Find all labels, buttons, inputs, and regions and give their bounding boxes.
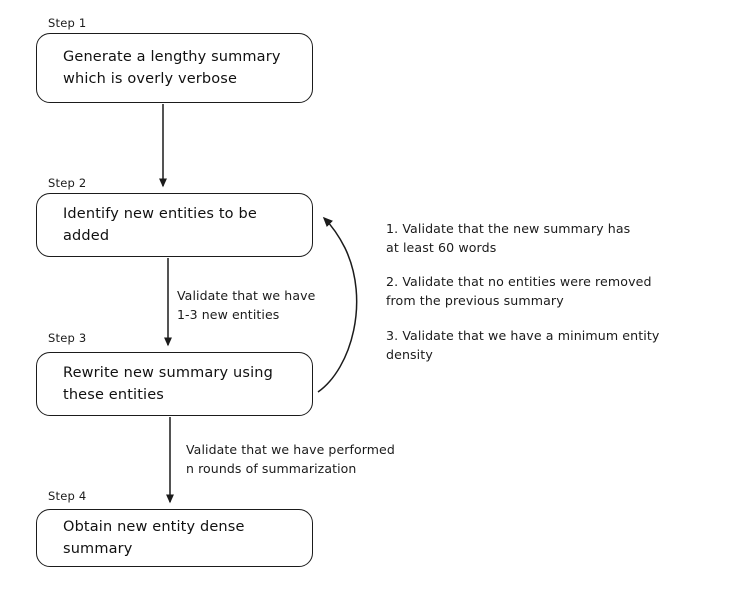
step-tag-1: Step 1	[48, 16, 87, 30]
node-step-3-label: Rewrite new summary using these entities	[63, 364, 273, 403]
node-step-1[interactable]: Generate a lengthy summary which is over…	[36, 33, 313, 103]
edge-step3-to-step2-feedback	[317, 216, 358, 393]
step-tag-4: Step 4	[48, 489, 87, 503]
node-step-2-label: Identify new entities to be added	[63, 205, 257, 244]
node-step-3[interactable]: Rewrite new summary using these entities	[36, 352, 313, 416]
node-step-2[interactable]: Identify new entities to be added	[36, 193, 313, 257]
validation-item-2: 2. Validate that no entities were remove…	[386, 274, 652, 309]
step-tag-2: Step 2	[48, 176, 87, 190]
edge-label-step2-step3: Validate that we have 1-3 new entities	[177, 288, 316, 322]
validation-list: 1. Validate that the new summary has at …	[386, 219, 706, 364]
node-step-4[interactable]: Obtain new entity dense summary	[36, 509, 313, 567]
node-step-4-label: Obtain new entity dense summary	[63, 518, 245, 557]
node-step-1-label: Generate a lengthy summary which is over…	[63, 48, 281, 87]
step-tag-3: Step 3	[48, 331, 87, 345]
validation-item-1: 1. Validate that the new summary has at …	[386, 221, 631, 256]
validation-item-3: 3. Validate that we have a minimum entit…	[386, 327, 660, 362]
edge-label-step3-step4: Validate that we have performed n rounds…	[186, 442, 395, 476]
